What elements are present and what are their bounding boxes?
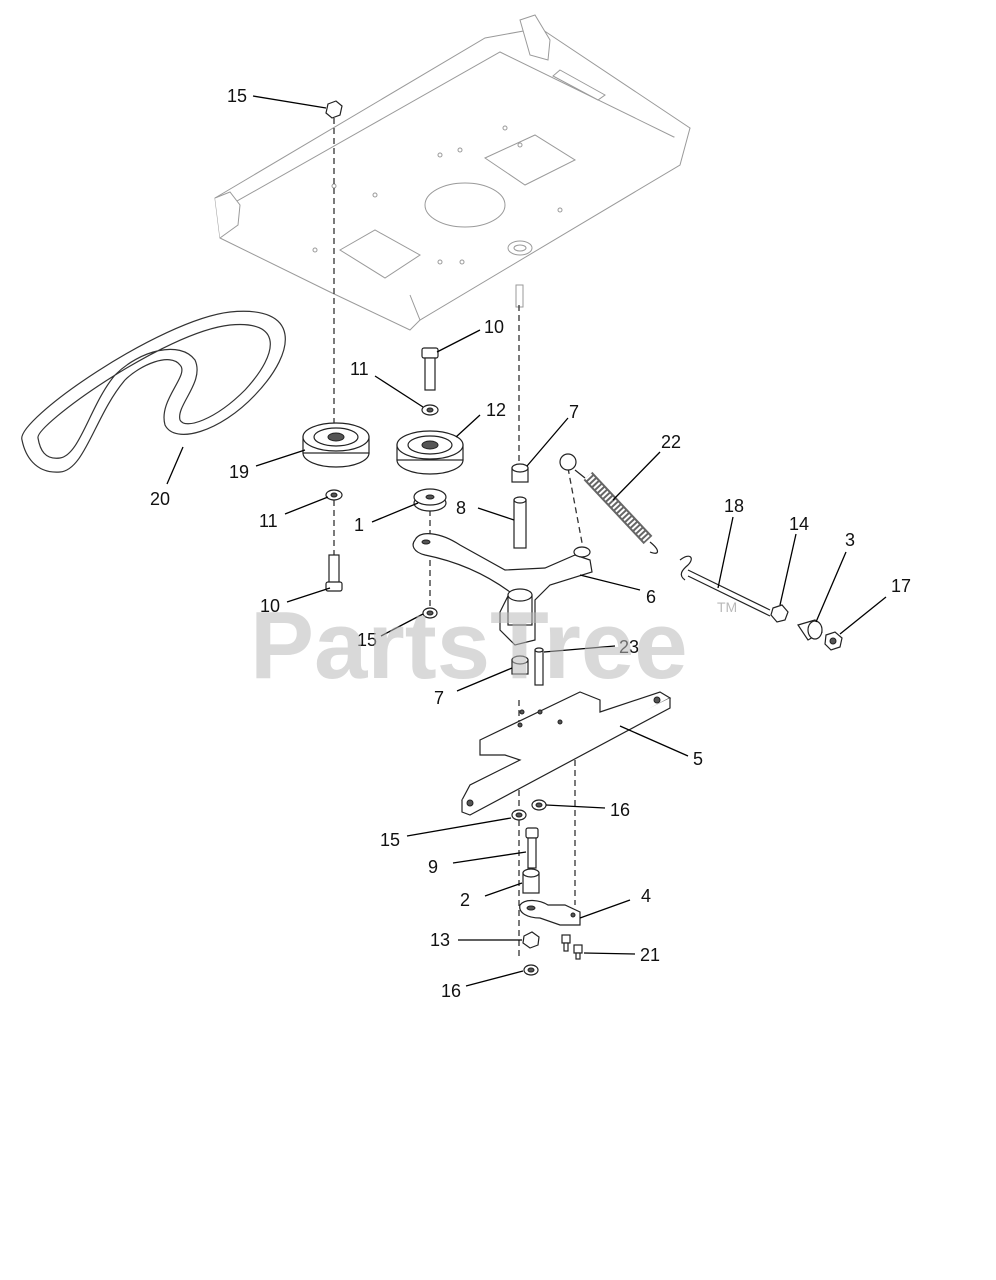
nut-15-middle xyxy=(422,607,438,619)
callout-3: 3 xyxy=(845,530,855,550)
callout-12: 12 xyxy=(486,400,506,420)
callout-15: 15 xyxy=(380,830,400,850)
spacer-1 xyxy=(413,488,447,512)
spacer-2 xyxy=(522,868,540,894)
idler-arm-6 xyxy=(412,533,593,646)
bolt-9 xyxy=(525,827,539,869)
nut-13 xyxy=(522,931,540,949)
pulley-12 xyxy=(396,430,464,475)
callout-10: 10 xyxy=(260,596,280,616)
nut-17 xyxy=(824,631,843,651)
callout-16: 16 xyxy=(610,800,630,820)
washer-11-lower xyxy=(325,489,343,501)
plate-5 xyxy=(461,691,672,816)
nut-16-upper xyxy=(531,799,547,811)
nut-14 xyxy=(770,604,789,623)
nut-16-lower xyxy=(523,964,539,976)
callout-21: 21 xyxy=(640,945,660,965)
bracket-4 xyxy=(519,899,581,926)
stud-23 xyxy=(534,647,544,686)
bolt-10-upper xyxy=(421,347,439,391)
callout-20: 20 xyxy=(150,489,170,509)
pulley-19 xyxy=(302,422,370,468)
callout-14: 14 xyxy=(789,514,809,534)
deck-plate xyxy=(214,14,691,331)
callout-16: 16 xyxy=(441,981,461,1001)
callout-10: 10 xyxy=(484,317,504,337)
callout-15: 15 xyxy=(227,86,247,106)
callout-2: 2 xyxy=(460,890,470,910)
leader-lines xyxy=(166,95,887,987)
callout-1: 1 xyxy=(354,515,364,535)
callout-18: 18 xyxy=(724,496,744,516)
screw-21 xyxy=(561,934,583,960)
belt-20 xyxy=(21,310,286,473)
callout-8: 8 xyxy=(456,498,466,518)
callout-7: 7 xyxy=(434,688,444,708)
callout-15: 15 xyxy=(357,630,377,650)
callout-11: 11 xyxy=(350,359,369,379)
watermark: PartsTree TM xyxy=(250,592,737,699)
callout-6: 6 xyxy=(646,587,656,607)
callout-7: 7 xyxy=(569,402,579,422)
callout-4: 4 xyxy=(641,886,651,906)
callout-19: 19 xyxy=(229,462,249,482)
watermark-text: PartsTree xyxy=(250,592,688,699)
callout-9: 9 xyxy=(428,857,438,877)
nut-15-lower xyxy=(511,809,527,821)
watermark-tm: TM xyxy=(717,599,737,615)
callout-22: 22 xyxy=(661,432,681,452)
callout-11: 11 xyxy=(259,511,278,531)
spring-22 xyxy=(559,453,659,554)
callout-17: 17 xyxy=(891,576,911,596)
callout-5: 5 xyxy=(693,749,703,769)
pin-8 xyxy=(513,496,527,549)
washer-11-upper xyxy=(421,404,439,416)
callout-labels: 15 10 11 12 7 22 19 20 11 1 8 18 14 3 17… xyxy=(150,86,911,1001)
spacer-3 xyxy=(797,619,823,641)
bushing-7-upper xyxy=(511,463,529,483)
bolt-10-lower xyxy=(325,554,343,592)
bushing-7-lower xyxy=(511,655,529,675)
nut-15-top xyxy=(325,100,343,119)
callout-23: 23 xyxy=(619,637,639,657)
centerline-spring xyxy=(567,467,584,549)
rod-18 xyxy=(679,555,771,617)
callout-13: 13 xyxy=(430,930,450,950)
